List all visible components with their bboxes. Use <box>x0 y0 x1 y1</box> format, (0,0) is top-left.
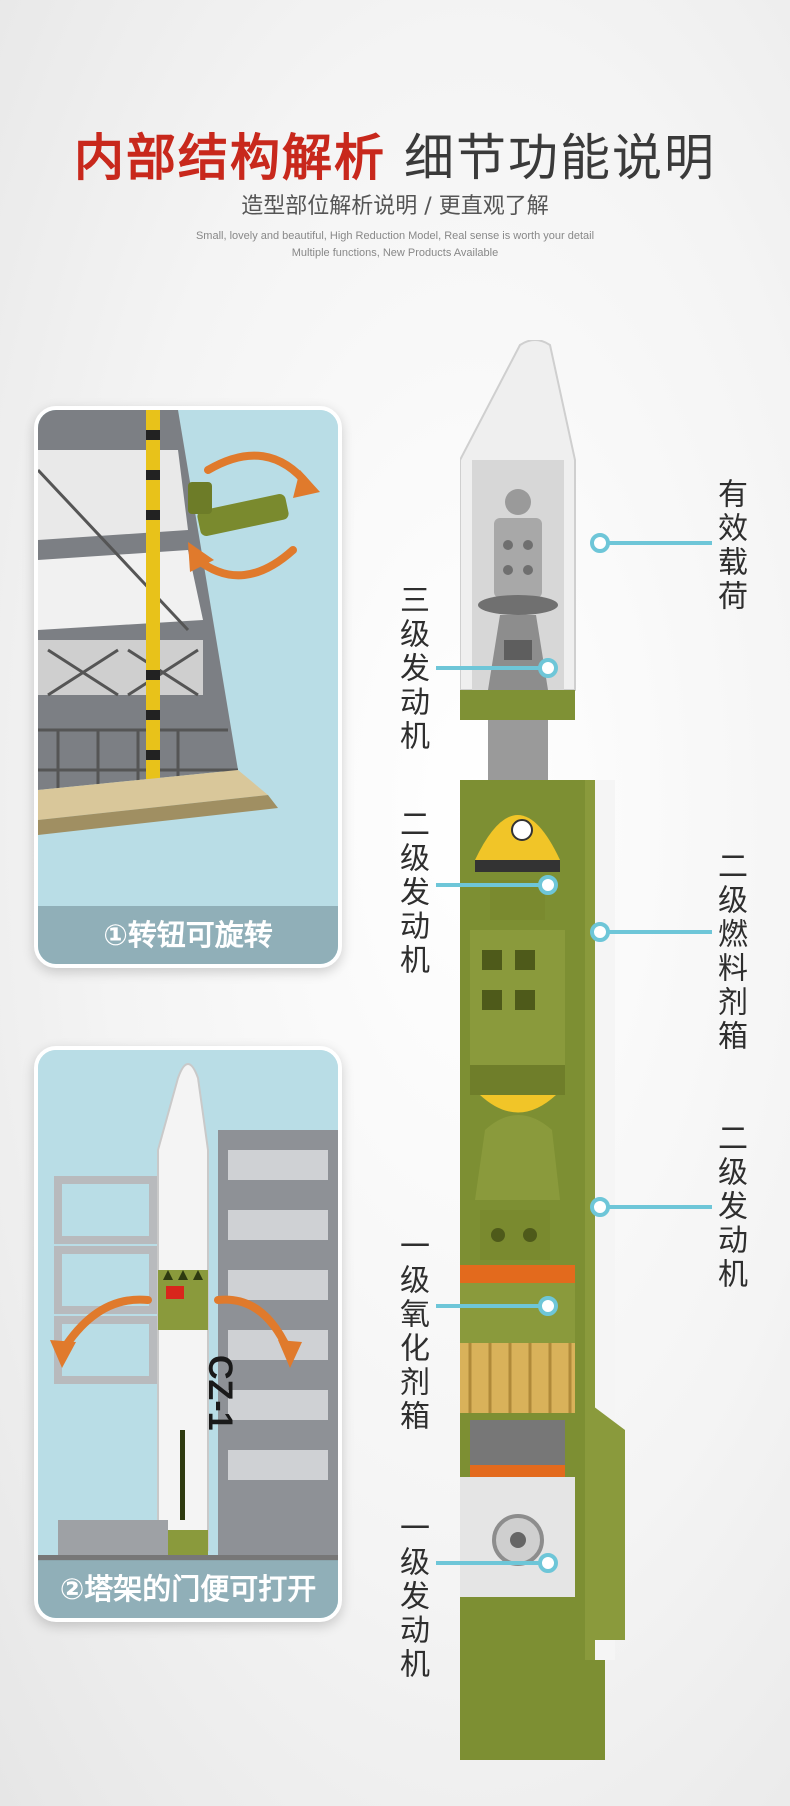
feature-card-tower-door: CZ-1 ②塔架的门便可打开 <box>34 1046 342 1622</box>
title-red: 内部结构解析 <box>74 129 386 187</box>
subtitle: 造型部位解析说明 / 更直观了解 <box>241 194 549 219</box>
label-third-stage-engine: 三级发动机 <box>394 584 429 754</box>
payload-module <box>478 489 558 615</box>
page-title: 内部结构解析细节功能说明 <box>0 118 790 190</box>
right-booster <box>585 1400 625 1640</box>
label-payload: 有效载荷 <box>712 478 747 614</box>
rocket-cutaway <box>460 340 625 1760</box>
second-stage-engine-upper <box>475 815 560 872</box>
english-line-2: Multiple functions, New Products Availab… <box>291 247 499 259</box>
third-stage-engine <box>488 615 548 690</box>
second-stage-fuel-tank <box>470 880 565 1113</box>
english-line-1: Small, lovely and beautiful, High Reduct… <box>195 230 595 242</box>
label-second-stage-engine-right: 二级发动机 <box>712 1122 747 1292</box>
second-stage-engine-lower <box>475 1115 560 1200</box>
first-stage-engine <box>460 1420 575 1597</box>
rocket-marking: CZ-1 <box>201 1355 239 1431</box>
tower-illustration <box>38 410 338 964</box>
label-first-stage-oxidizer-tank: 一级氧化剂箱 <box>394 1230 429 1434</box>
title-dark: 细节功能说明 <box>404 129 716 187</box>
feature-card-rotating-knob: ①转钮可旋转 <box>34 406 342 968</box>
label-first-stage-engine: 一级发动机 <box>394 1512 429 1682</box>
label-second-stage-fuel-tank: 二级燃料剂箱 <box>712 850 747 1054</box>
first-stage-oxidizer-tank <box>460 1210 575 1413</box>
open-door-arrows-icon <box>59 1295 292 1354</box>
rotating-knob <box>188 482 289 536</box>
feature-caption-2: ②塔架的门便可打开 <box>38 1560 338 1618</box>
feature-caption-1: ①转钮可旋转 <box>38 906 338 964</box>
launch-tower-illustration: CZ-1 <box>38 1050 338 1618</box>
label-second-stage-engine-left: 二级发动机 <box>394 808 429 978</box>
